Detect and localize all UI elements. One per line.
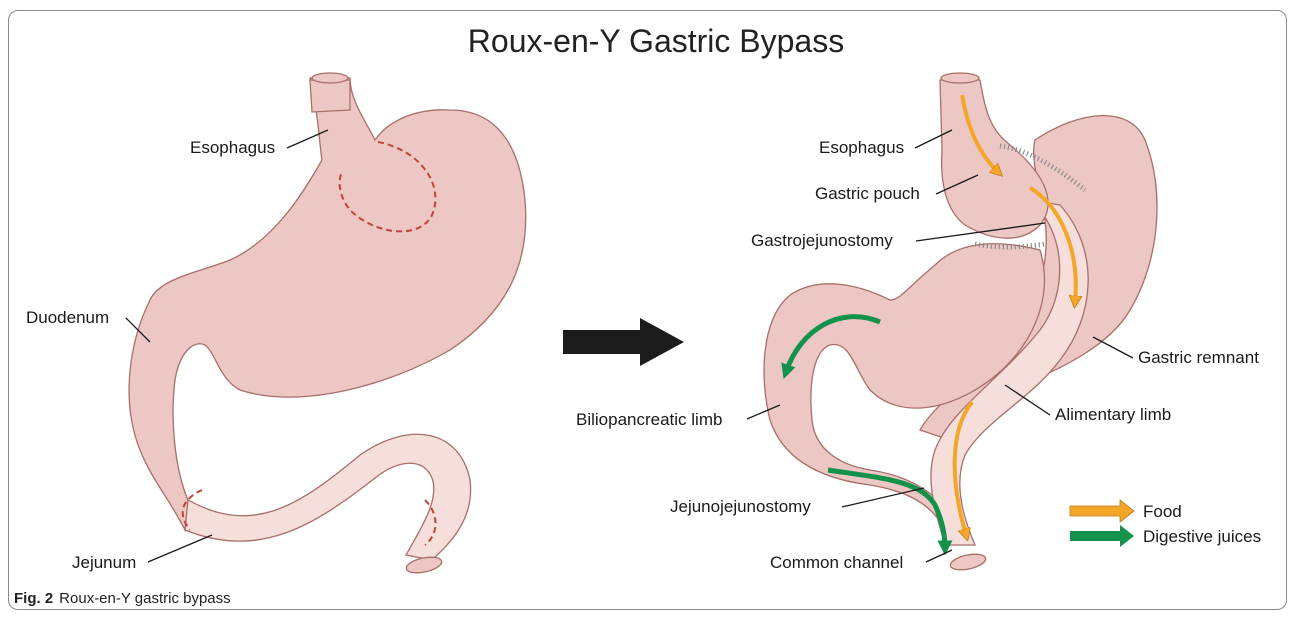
transition-arrow: [563, 318, 684, 366]
jejunum-opening: [405, 554, 443, 575]
label-gastric-pouch: Gastric pouch: [815, 184, 920, 203]
label-esophagus-after: Esophagus: [819, 138, 904, 157]
esophagus-opening: [312, 73, 348, 83]
label-duodenum: Duodenum: [26, 308, 109, 327]
leader-gastric-remnant: [1093, 337, 1133, 358]
figure-caption: Fig. 2 Roux-en-Y gastric bypass: [14, 590, 231, 607]
label-jejunojejunostomy: Jejunojejunostomy: [670, 497, 811, 516]
common-channel-opening: [949, 551, 987, 572]
jejunum-shape: [180, 434, 471, 560]
legend-food-label: Food: [1143, 502, 1182, 521]
label-jejunum: Jejunum: [72, 553, 136, 572]
esophagus-tube: [310, 80, 350, 112]
legend: Food Digestive juices: [1070, 500, 1261, 547]
caption-text: Roux-en-Y gastric bypass: [59, 590, 230, 607]
label-gastrojejunostomy: Gastrojejunostomy: [751, 231, 893, 250]
caption-label: Fig. 2: [14, 590, 53, 607]
label-esophagus-before: Esophagus: [190, 138, 275, 157]
label-biliopancreatic-limb: Biliopancreatic limb: [576, 410, 722, 429]
before-anatomy: [129, 73, 526, 576]
stomach-shape: [129, 78, 526, 530]
leader-jejunum: [148, 535, 212, 562]
legend-juice-label: Digestive juices: [1143, 527, 1261, 546]
legend-food-arrow: [1070, 500, 1134, 522]
label-common-channel: Common channel: [770, 553, 903, 572]
label-alimentary-limb: Alimentary limb: [1055, 405, 1171, 424]
diagram-title: Roux-en-Y Gastric Bypass: [468, 23, 844, 59]
gastric-pouch-shape: [940, 80, 1048, 238]
legend-juice-arrow: [1070, 525, 1134, 547]
esophagus-opening-after: [941, 73, 979, 83]
juice-arrow-common-channel: [828, 470, 945, 548]
label-gastric-remnant: Gastric remnant: [1138, 348, 1259, 367]
leader-common-channel: [926, 550, 952, 562]
